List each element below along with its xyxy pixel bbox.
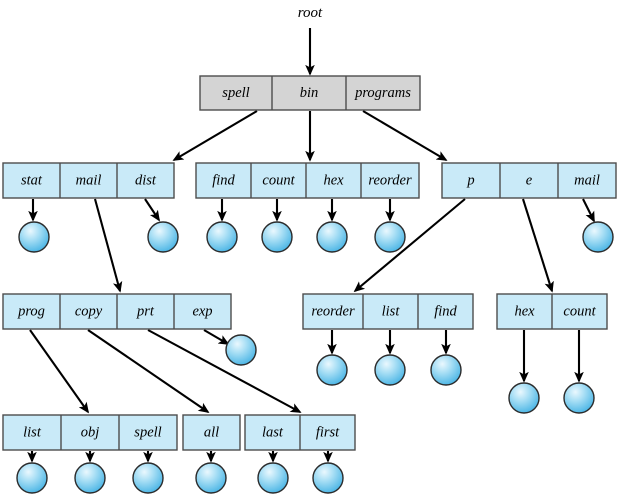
- leaf-hex[interactable]: [316, 221, 348, 253]
- leaf-find[interactable]: [206, 221, 238, 253]
- leaf-all[interactable]: [195, 462, 227, 494]
- leaf-count[interactable]: [261, 221, 293, 253]
- leaf-obj[interactable]: [74, 462, 106, 494]
- edge-mail2-to-leaf: [582, 198, 595, 223]
- leaf-mail2[interactable]: [582, 221, 614, 253]
- edge-mail1-to-prtgroup: [93, 198, 123, 293]
- edge-spell-to-distgroup: [172, 110, 258, 161]
- leaf-hex2[interactable]: [508, 382, 540, 414]
- edge-prog-to-objgroup: [29, 329, 90, 414]
- edge-prt-to-firstgroup: [147, 329, 302, 413]
- root-group-frame: [199, 75, 421, 111]
- leaf-list2[interactable]: [374, 354, 406, 386]
- copy-children-group: all: [182, 414, 241, 451]
- g-p-frame: [302, 293, 474, 330]
- edge-exp-to-leaf: [203, 329, 230, 345]
- leaf-last[interactable]: [257, 462, 289, 494]
- edge-dist-to-leaf: [144, 198, 160, 222]
- g-bin-frame: [195, 162, 420, 199]
- g-prog-frame: [2, 414, 178, 451]
- g-copy-frame: [182, 414, 241, 451]
- edge-copy-to-allgroup: [87, 329, 210, 413]
- edge-e-to-hexgroup: [521, 198, 554, 293]
- leaf-first[interactable]: [312, 462, 344, 494]
- leaf-reorder[interactable]: [374, 221, 406, 253]
- leaf-exp[interactable]: [225, 334, 257, 366]
- leaf-list3[interactable]: [16, 462, 48, 494]
- leaf-reorder2[interactable]: [316, 354, 348, 386]
- leaf-find2[interactable]: [430, 354, 462, 386]
- edge-p-to-listgroup: [353, 198, 466, 293]
- root-caption: root: [298, 5, 323, 21]
- edges-layer: [27, 28, 595, 463]
- leaves-layer: [16, 221, 614, 494]
- leaf-stat[interactable]: [18, 221, 50, 253]
- leaf-spell2[interactable]: [132, 462, 164, 494]
- g-spell-frame: [2, 162, 175, 199]
- leaf-count2[interactable]: [563, 382, 595, 414]
- leaf-dist[interactable]: [147, 221, 179, 253]
- edge-programs-to-pgroup: [362, 110, 448, 161]
- g-programs-frame: [441, 162, 617, 199]
